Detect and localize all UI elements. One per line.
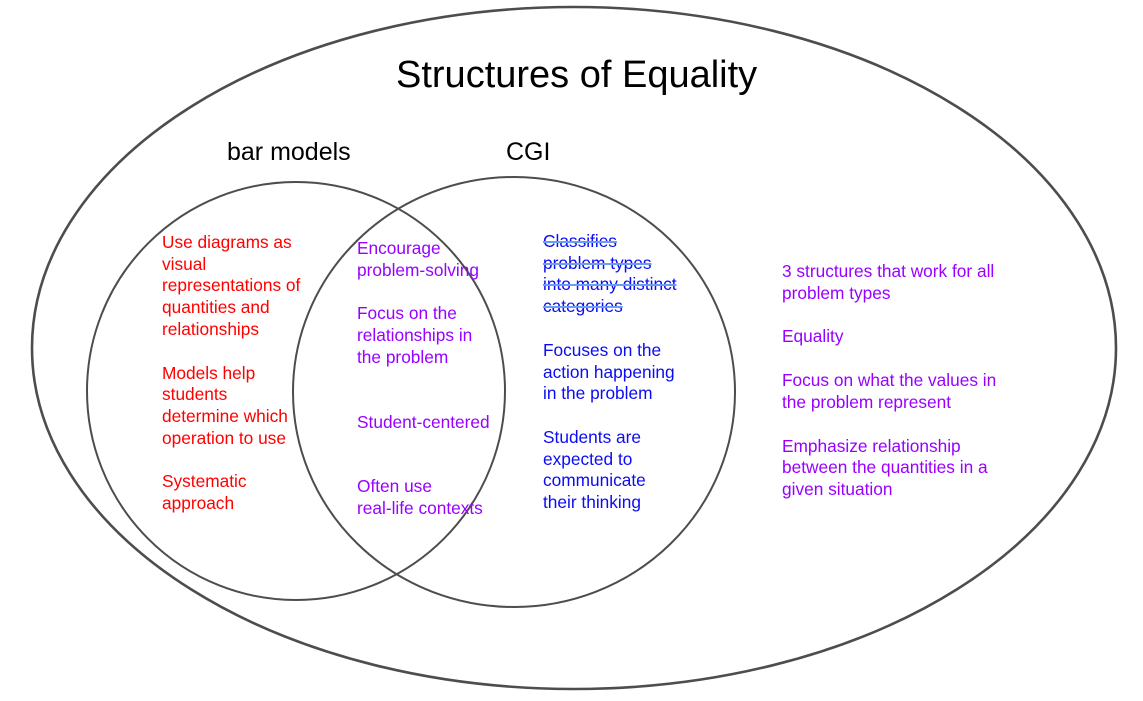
- cgi-circle: [292, 176, 736, 608]
- text-line: Often use: [357, 476, 432, 497]
- cgi-label: CGI: [506, 138, 551, 166]
- text-line: quantities and: [162, 297, 270, 318]
- text-line: Student-centered: [357, 411, 490, 432]
- text-line: the problem: [357, 346, 449, 367]
- text-line: problem-solving: [357, 259, 479, 280]
- text-line: Focus on the: [357, 303, 457, 324]
- text-line: between the quantities in a: [782, 457, 988, 478]
- text-line: problem types: [543, 252, 652, 273]
- text-line: Students are: [543, 426, 641, 447]
- text-line: given situation: [782, 478, 893, 499]
- text-line: representations of: [162, 275, 301, 296]
- text-line: categories: [543, 296, 623, 317]
- text-paragraph: Student-centered: [357, 412, 490, 434]
- text-line: approach: [162, 493, 235, 514]
- text-line: action happening: [543, 361, 675, 382]
- text-line: Models help: [162, 362, 256, 383]
- text-line: problem types: [782, 282, 891, 303]
- text-line: Equality: [782, 326, 844, 347]
- text-line: real-life contexts: [357, 497, 483, 518]
- text-line: into many distinct: [543, 274, 677, 295]
- text-line: determine which: [162, 405, 288, 426]
- text-line: expected to: [543, 448, 633, 469]
- text-line: visual: [162, 253, 207, 274]
- text-line: 3 structures that work for all: [782, 261, 995, 281]
- text-line: Emphasize relationship: [782, 435, 961, 456]
- bar-models-circle: [86, 181, 506, 601]
- text-line: in the problem: [543, 383, 653, 404]
- text-paragraph: Equality: [782, 326, 996, 348]
- bar-models-label: bar models: [227, 138, 351, 166]
- text-line: Use diagrams as: [162, 232, 292, 252]
- text-line: students: [162, 384, 228, 405]
- text-line: relationships: [162, 318, 260, 339]
- text-line: Classifies: [543, 231, 617, 251]
- text-line: their thinking: [543, 492, 641, 513]
- text-line: relationships in: [357, 325, 473, 346]
- diagram-title: Structures of Equality: [396, 54, 758, 96]
- outer-ellipse: [30, 5, 1118, 691]
- text-line: the problem represent: [782, 391, 952, 412]
- text-line: Focus on what the values in: [782, 370, 997, 391]
- text-line: Systematic: [162, 471, 247, 492]
- text-line: Focuses on the: [543, 339, 662, 360]
- text-line: communicate: [543, 470, 646, 491]
- text-line: Encourage: [357, 238, 441, 258]
- text-line: operation to use: [162, 427, 286, 448]
